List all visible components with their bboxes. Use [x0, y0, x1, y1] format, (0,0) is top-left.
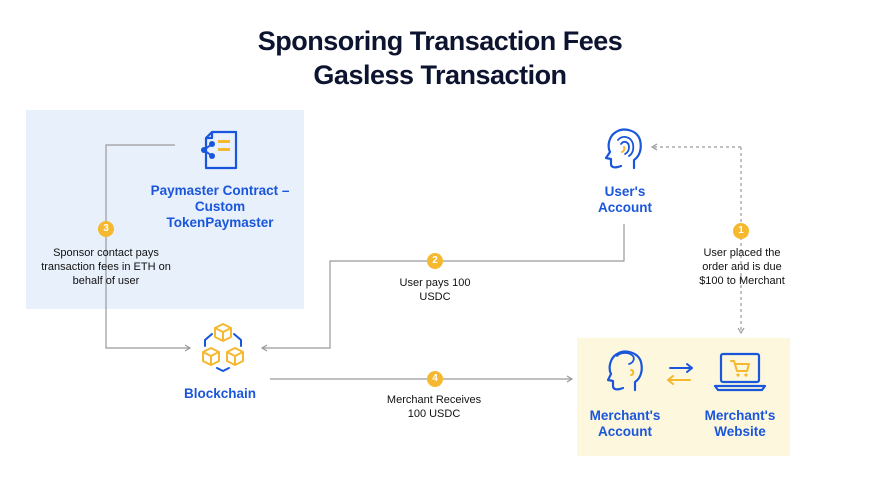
step-3-text: Sponsor contact pays transaction fees in… [41, 247, 171, 287]
connector-step3 [105, 144, 192, 352]
diagram-title-line2: Gasless Transaction [313, 60, 567, 90]
step-4-badge: 4 [427, 371, 443, 387]
diagram-title-line1: Sponsoring Transaction Fees [257, 26, 623, 56]
merchant-head-icon [607, 350, 643, 392]
blockchain-label: Blockchain [183, 386, 257, 401]
step-2-badge: 2 [427, 253, 443, 269]
paymaster-panel [26, 110, 304, 309]
step-3-badge: 3 [98, 221, 114, 237]
step-1-badge: 1 [733, 223, 749, 239]
document-contract-icon [201, 130, 238, 170]
laptop-cart-icon [713, 352, 767, 392]
step-2-text: User pays 100 USDC [399, 277, 471, 303]
step-4-text: Merchant Receives 100 USDC [386, 394, 482, 420]
paymaster-label: Paymaster Contract – Custom TokenPaymast… [150, 183, 290, 230]
merchant-account-label: Merchant's Account [589, 408, 661, 439]
user-account-label: User's Account [598, 184, 652, 215]
connector-step2 [260, 224, 625, 352]
exchange-arrows-icon [667, 363, 693, 385]
blockchain-cubes-icon [202, 323, 244, 373]
user-fingerprint-icon [604, 128, 642, 170]
step-1-text: User placed the order and is due $100 to… [699, 247, 785, 287]
merchant-website-label: Merchant's Website [704, 408, 776, 439]
